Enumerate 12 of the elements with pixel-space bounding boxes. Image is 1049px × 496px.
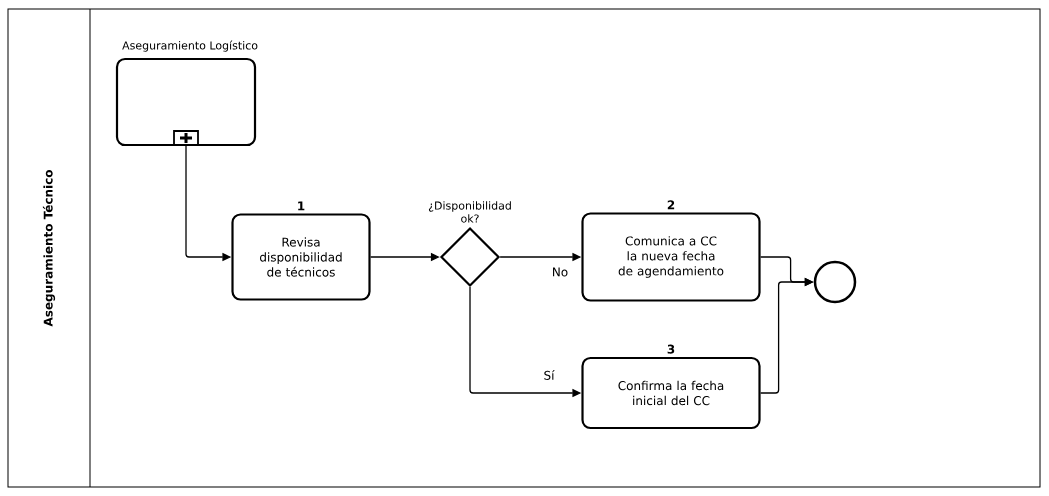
node-label: 3: [667, 344, 675, 354]
task-box: Revisa disponibilidad de técnicos 1: [231, 201, 371, 301]
task-box: Confirma la fecha inicial del CC 3: [581, 344, 761, 430]
node-label: 1: [298, 201, 305, 211]
node-label: 2: [667, 200, 675, 210]
subprocess-box: Aseguramiento Logístico: [115, 40, 258, 147]
edge-label: No: [550, 266, 570, 278]
task-box: Comunica a CC la nueva fecha de agendamiento 2: [581, 200, 761, 302]
edge-label: Sí: [542, 369, 556, 381]
node-label: Aseguramiento Logístico: [122, 40, 258, 52]
end-event-circle: [813, 260, 857, 304]
node-label: ¿Disponibilidad ok?: [428, 201, 511, 223]
